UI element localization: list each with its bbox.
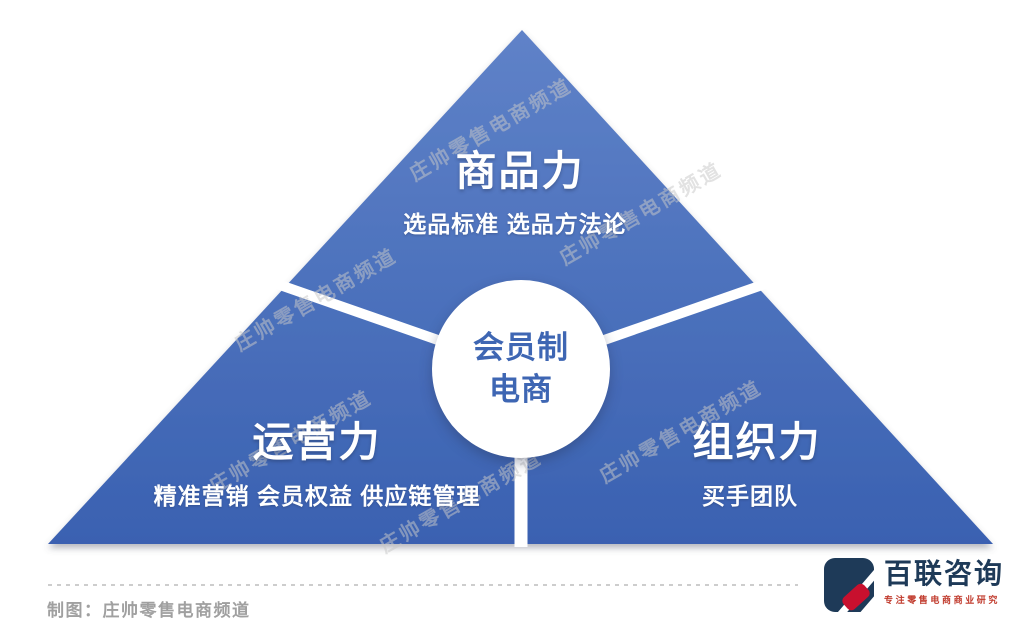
footer-dashed-divider [48, 584, 798, 586]
center-label-line1: 会员制 [473, 329, 569, 365]
section-title-organization: 组织力 [692, 419, 822, 465]
section-subtitle-operations: 精准营销 会员权益 供应链管理 [153, 483, 481, 509]
brand-logo-icon [824, 558, 876, 614]
credit-text: 制图：庄帅零售电商频道 [47, 601, 251, 620]
center-circle-label: 会员制 电商 [473, 327, 569, 411]
center-circle: 会员制 电商 [432, 280, 610, 458]
brand-tagline: 专注零售电商商业研究 [884, 595, 1001, 606]
section-subtitle-product: 选品标准 选品方法论 [403, 211, 627, 237]
brand-logo: 百联咨询 专注零售电商商业研究 [822, 556, 1004, 614]
brand-text-block: 百联咨询 专注零售电商商业研究 [884, 556, 1004, 606]
section-title-product: 商品力 [455, 148, 585, 194]
section-subtitle-organization: 买手团队 [702, 483, 798, 509]
section-title-operations: 运营力 [252, 419, 382, 465]
center-label-line2: 电商 [489, 372, 553, 407]
brand-name: 百联咨询 [884, 558, 1005, 589]
